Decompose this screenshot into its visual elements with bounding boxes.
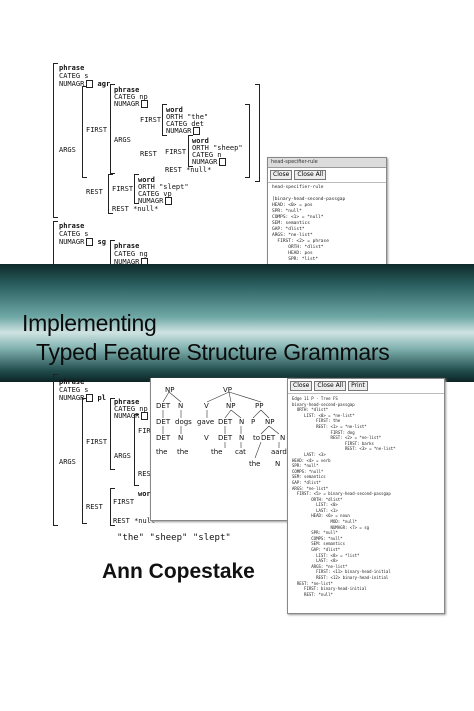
avm-feature: REST (86, 503, 103, 511)
tree-node: NP (165, 386, 175, 394)
avm-feature: NUMAGR (192, 158, 227, 166)
book-title-line2: Typed Feature Structure Grammars (36, 339, 390, 365)
tree-node: N (239, 434, 245, 442)
avm-feature: CATEG np (114, 405, 148, 413)
avm-feature: CATEG s (59, 386, 89, 394)
tree-leaf: the (177, 448, 189, 456)
tree-node: to (253, 434, 261, 442)
avm-feature: CATEG ng (114, 250, 148, 258)
avm-feature: CATEG det (166, 120, 204, 128)
tree-node: V (204, 402, 209, 410)
avm-type: wor (138, 490, 151, 498)
avm-feature: CATEG n (192, 151, 222, 159)
avm-feature: REST *null* (112, 205, 159, 213)
avm-feature: CATEG s (59, 230, 89, 238)
avm-feature: ARGS (114, 136, 131, 144)
tree-node: P (251, 418, 256, 426)
avm-type: phrase (59, 222, 85, 230)
avm-feature: CATEG s (59, 72, 89, 80)
avm-feature: FIRST (140, 116, 162, 124)
tree-node: N (239, 418, 245, 426)
close-all-button[interactable]: Close All (294, 170, 327, 180)
tree-node: PP (255, 402, 264, 410)
avm-feature: ARGS (59, 146, 76, 154)
avm-feature: FIRST (113, 498, 135, 506)
avm-feature: ORTH "slept" (138, 183, 189, 191)
avm-feature: ARGS (114, 452, 131, 460)
avm-feature: CATEG np (114, 93, 148, 101)
tree-node: DET (156, 418, 171, 426)
tree-node: DET (156, 434, 171, 442)
avm-feature: FIRST (138, 427, 160, 435)
tree-node: V (204, 434, 209, 442)
avm-feature: REST *null* (113, 517, 160, 525)
tree-node: DET (156, 402, 171, 410)
tree-node: N (275, 460, 281, 468)
avm-feature: ORTH "sheep" (192, 144, 243, 152)
tree-leaf: the (211, 448, 223, 456)
tree-leaf: cat (235, 448, 246, 456)
tree-node: DET (261, 434, 276, 442)
tree-leaf: the (249, 460, 261, 468)
author-name: Ann Copestake (102, 560, 255, 583)
parse-tree-window: NP VP DET N V NP PP DET dogs gave DET N … (150, 378, 298, 521)
tree-node: DET (218, 434, 233, 442)
tree-node: N (280, 434, 286, 442)
avm-type: word (138, 176, 155, 184)
tree-node: NP (226, 402, 236, 410)
avm-type: phrase (114, 86, 140, 94)
window-content: head-specifier-rule [binary-head-second-… (272, 185, 346, 262)
book-title-line1: Implementing (22, 310, 157, 336)
feature-structure-window-top: head-specifier-rule Close Close All head… (267, 157, 387, 267)
avm-feature: FIRST (86, 126, 108, 134)
tree-edges (162, 391, 280, 459)
bracket (53, 63, 58, 218)
avm-feature: FIRST (86, 438, 108, 446)
avm-feature: REST *null* (165, 166, 212, 174)
avm-feature: REST (138, 470, 155, 478)
avm-feature: FIRST (112, 185, 134, 193)
feature-structure-window-bottom: Close Close All Print Edge 11 P - Tree F… (287, 378, 445, 614)
tree-node: NP (265, 418, 275, 426)
close-button[interactable]: Close (290, 381, 313, 391)
avm-feature: ORTH "the" (166, 113, 209, 121)
tree-node: VP (223, 386, 233, 394)
avm-type: word (192, 137, 209, 145)
avm-feature: NUMAGR sg (59, 238, 106, 246)
avm-feature: NUMAGR (114, 100, 149, 108)
sentence: "the" "sheep" "slept" (117, 533, 231, 543)
tree-leaf: the (156, 448, 168, 456)
avm-feature: NUMAGR (138, 197, 173, 205)
window-titlebar[interactable]: head-specifier-rule (268, 158, 386, 168)
avm-feature: ARGS (59, 458, 76, 466)
avm-type: phrase (114, 242, 140, 250)
print-button[interactable]: Print (348, 381, 368, 391)
avm-feature: REST (86, 188, 103, 196)
close-all-button[interactable]: Close All (314, 381, 347, 391)
avm-feature: REST (140, 150, 157, 158)
tree-node: gave (197, 418, 215, 426)
avm-type: phrase (59, 378, 85, 386)
avm-type: phrase (114, 398, 140, 406)
window-content: Edge 11 P - Tree FS binary-head-second-p… (292, 396, 396, 597)
avm-feature: NUMAGR (114, 412, 149, 420)
tree-node: N (178, 434, 184, 442)
tree-node: DET (218, 418, 233, 426)
close-button[interactable]: Close (270, 170, 293, 180)
tree-leaf: aardvar (271, 448, 299, 456)
tree-node: N (178, 402, 184, 410)
avm-feature: NUMAGR (166, 127, 201, 135)
avm-type: phrase (59, 64, 85, 72)
avm-type: word (166, 106, 183, 114)
tree-node: dogs (175, 418, 192, 426)
title-band (0, 264, 474, 382)
avm-feature: CATEG vp (138, 190, 172, 198)
avm-feature: FIRST (165, 148, 187, 156)
avm-feature: NUMAGR agr (59, 80, 111, 88)
